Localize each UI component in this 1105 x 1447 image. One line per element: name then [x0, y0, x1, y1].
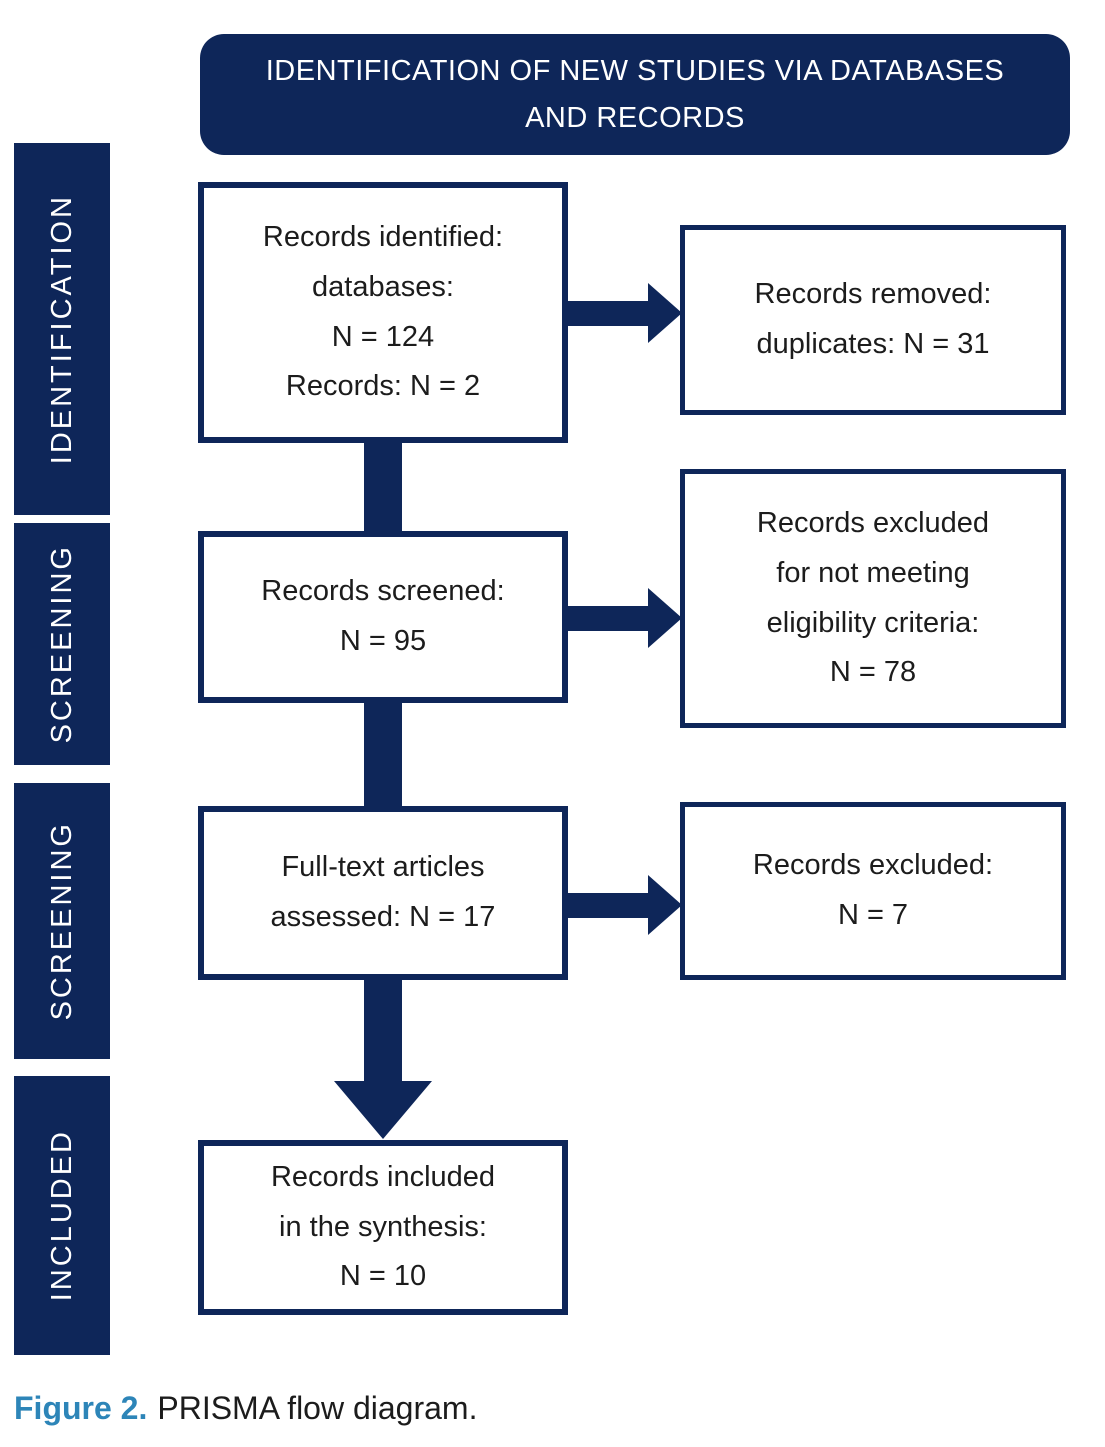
arrow-down-head-icon [334, 1081, 432, 1139]
connector-down-3 [364, 978, 402, 1082]
stage-label: IDENTIFICATION [45, 193, 78, 465]
connector-down-2 [364, 701, 402, 808]
connector-down-1 [364, 441, 402, 533]
figure-caption-text: PRISMA flow diagram. [157, 1390, 478, 1426]
flow-box-records-identified: Records identified: databases: N = 124 R… [198, 182, 568, 443]
stage-bar-screening-1: SCREENING [14, 523, 110, 765]
arrow-right-2 [566, 606, 650, 631]
flow-box-records-screened: Records screened: N = 95 [198, 531, 568, 703]
arrow-right-3 [566, 893, 650, 918]
arrow-right-2-head-icon [648, 588, 682, 648]
header-banner: IDENTIFICATION OF NEW STUDIES VIA DATABA… [200, 34, 1070, 155]
arrow-right-1 [566, 301, 650, 326]
stage-bar-screening-2: SCREENING [14, 783, 110, 1059]
flow-box-records-excluded-eligibility: Records excluded for not meeting eligibi… [680, 469, 1066, 728]
flow-box-records-removed-duplicates: Records removed: duplicates: N = 31 [680, 225, 1066, 415]
flow-box-records-excluded: Records excluded: N = 7 [680, 802, 1066, 980]
figure-caption: Figure 2.PRISMA flow diagram. [14, 1390, 477, 1427]
stage-bar-identification: IDENTIFICATION [14, 143, 110, 515]
flow-box-fulltext-assessed: Full-text articles assessed: N = 17 [198, 806, 568, 980]
flow-box-records-included: Records included in the synthesis: N = 1… [198, 1140, 568, 1315]
arrow-right-1-head-icon [648, 283, 682, 343]
stage-label: INCLUDED [45, 1129, 78, 1302]
stage-bar-included: INCLUDED [14, 1076, 110, 1355]
stage-label: SCREENING [45, 821, 78, 1021]
figure-caption-label: Figure 2. [14, 1390, 148, 1426]
arrow-right-3-head-icon [648, 875, 682, 935]
stage-label: SCREENING [45, 544, 78, 744]
